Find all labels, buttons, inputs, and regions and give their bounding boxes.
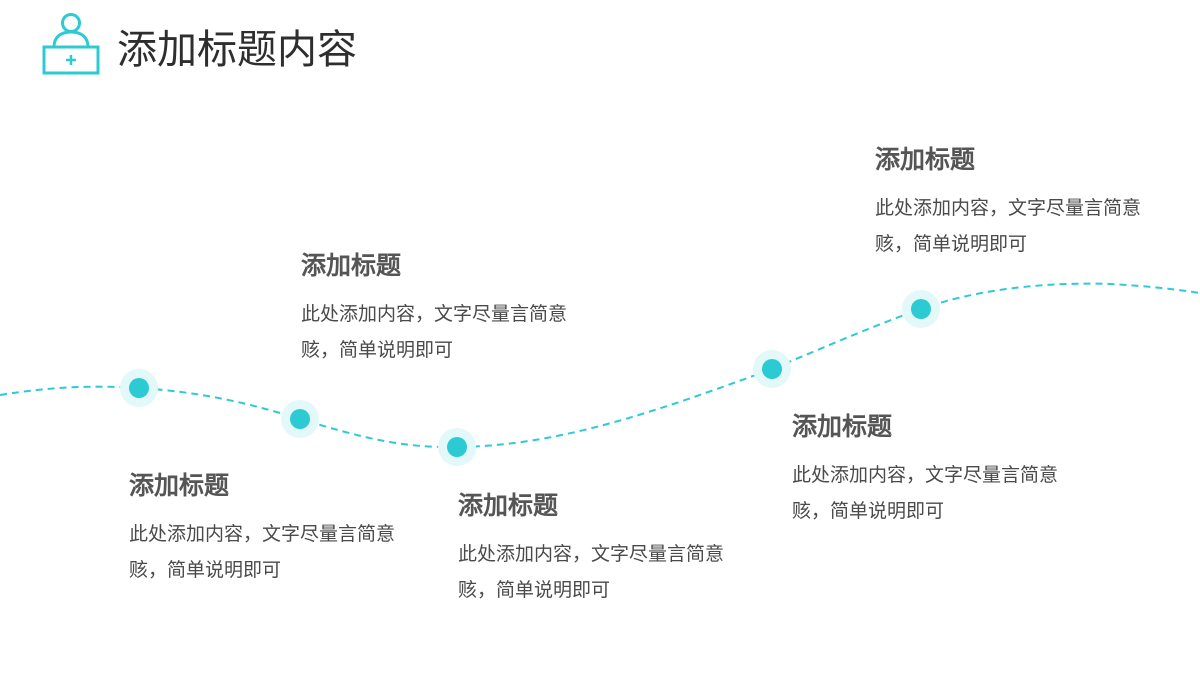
timeline-item-1: 添加标题 此处添加内容，文字尽量言简意赅，简单说明即可 (129, 470, 419, 588)
item-title: 添加标题 (301, 251, 402, 280)
timeline-item-4: 添加标题 此处添加内容，文字尽量言简意赅，简单说明即可 (792, 411, 1082, 529)
item-title: 添加标题 (875, 145, 976, 174)
item-title: 添加标题 (458, 491, 559, 520)
item-desc: 此处添加内容，文字尽量言简意赅，简单说明即可 (301, 303, 568, 361)
timeline-node-5 (902, 290, 940, 328)
item-desc: 此处添加内容，文字尽量言简意赅，简单说明即可 (875, 197, 1142, 255)
item-desc: 此处添加内容，文字尽量言简意赅，简单说明即可 (792, 464, 1059, 522)
timeline-item-3: 添加标题 此处添加内容，文字尽量言简意赅，简单说明即可 (458, 490, 748, 608)
timeline-item-2: 添加标题 此处添加内容，文字尽量言简意赅，简单说明即可 (301, 250, 591, 368)
page-title: 添加标题内容 (117, 27, 357, 73)
item-title: 添加标题 (129, 471, 230, 500)
timeline-node-1 (120, 369, 158, 407)
timeline-path (0, 282, 1200, 449)
timeline-item-5: 添加标题 此处添加内容，文字尽量言简意赅，简单说明即可 (875, 144, 1165, 262)
desk-person-icon (42, 13, 100, 75)
item-title: 添加标题 (792, 412, 893, 441)
item-desc: 此处添加内容，文字尽量言简意赅，简单说明即可 (458, 543, 725, 601)
timeline-node-2 (281, 400, 319, 438)
item-desc: 此处添加内容，文字尽量言简意赅，简单说明即可 (129, 523, 396, 581)
timeline-node-3 (438, 428, 476, 466)
timeline-node-4 (753, 350, 791, 388)
